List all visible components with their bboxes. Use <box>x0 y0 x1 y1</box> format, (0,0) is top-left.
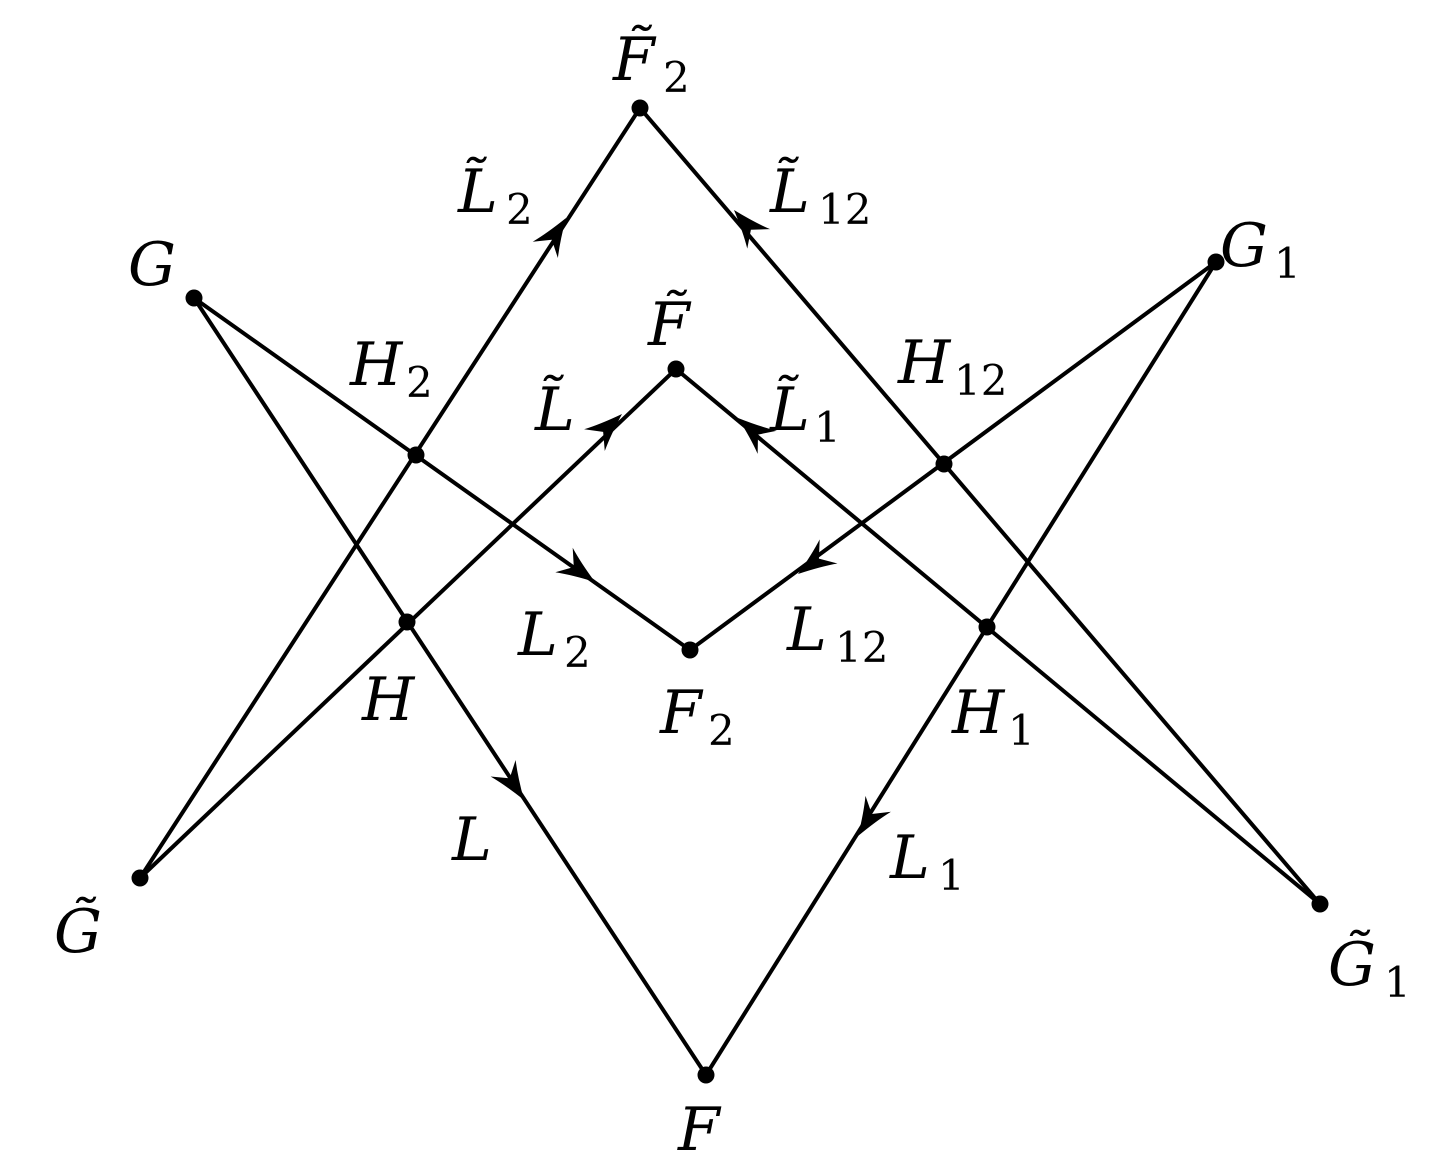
label-base: L̃ <box>534 374 575 445</box>
node-H1-dot <box>978 618 996 636</box>
node-H-dot <box>398 613 416 631</box>
label-base: L <box>451 805 492 875</box>
edge-label-Lt2: L̃ <box>457 156 498 227</box>
node-Gt-dot <box>131 869 149 887</box>
edge-Lt-arrowhead-icon <box>584 414 622 452</box>
label-base: F <box>677 1095 722 1160</box>
label-base: L̃ <box>769 374 810 445</box>
edge-label-Lt: L̃ <box>534 374 575 445</box>
label-base: G̃ <box>54 896 102 967</box>
label-subscript: 12 <box>818 185 871 234</box>
node-label-G: G <box>128 230 176 300</box>
label-subscript: 12 <box>954 356 1007 405</box>
label-base: F̃ <box>647 289 692 360</box>
edge-L2-arrowhead-icon <box>555 547 595 582</box>
node-F2t-dot <box>631 99 649 117</box>
edge-L1-line <box>704 260 1218 1077</box>
edge-label-L1: L <box>889 823 930 893</box>
label-subscript: 1 <box>1384 958 1411 1007</box>
label-base: G <box>128 230 176 300</box>
label-subscript: 2 <box>406 358 433 407</box>
node-G1t-dot <box>1311 895 1329 913</box>
label-subscript: 2 <box>564 628 591 677</box>
label-subscript: 2 <box>708 706 735 755</box>
label-base: L <box>889 823 930 893</box>
label-subscript: 2 <box>663 53 690 102</box>
label-subscript: 1 <box>814 403 841 452</box>
node-label-F2: F <box>659 678 704 748</box>
node-H12-dot <box>935 455 953 473</box>
label-base: L̃ <box>769 156 810 227</box>
node-label-H2: H <box>349 330 404 400</box>
label-base: F <box>659 678 704 748</box>
label-base: L̃ <box>457 156 498 227</box>
edge-L12-arrowhead-icon <box>798 539 838 574</box>
label-base: H <box>349 330 404 400</box>
node-label-H12: H <box>897 328 952 398</box>
node-label-Ft: F̃ <box>647 289 692 360</box>
node-G1-dot <box>1207 253 1225 271</box>
edge-label-L2: L <box>517 600 558 670</box>
node-label-Gt: G̃ <box>54 896 102 967</box>
label-base: H <box>951 678 1006 748</box>
label-subscript: 1 <box>1274 239 1301 288</box>
label-subscript: 2 <box>506 185 533 234</box>
edge-Lt2-arrowhead-icon <box>532 218 566 259</box>
edge-label-Lt12: L̃ <box>769 156 810 227</box>
node-G-dot <box>185 289 203 307</box>
edge-Lt1-arrowhead-icon <box>738 418 777 454</box>
node-label-G1t: G̃ <box>1328 929 1376 1000</box>
edge-L1-arrowhead-icon <box>858 795 891 836</box>
edge-Lt2-line <box>138 106 642 880</box>
node-Ft-dot <box>667 360 685 378</box>
node-label-F2t: F̃ <box>612 24 657 95</box>
edge-L2-line <box>192 296 692 652</box>
edge-L-line <box>192 296 708 1077</box>
edge-L-arrowhead-icon <box>490 760 524 800</box>
label-subscript: 12 <box>835 623 888 672</box>
edge-label-L12: L <box>786 595 827 665</box>
edge-Lt12-line <box>638 106 1322 906</box>
label-base: H <box>361 665 416 735</box>
edge-label-L: L <box>451 805 492 875</box>
label-subscript: 1 <box>1008 706 1035 755</box>
edge-Lt1-line <box>674 367 1322 906</box>
node-F2-dot <box>681 641 699 659</box>
node-label-H1: H <box>951 678 1006 748</box>
node-label-H: H <box>361 665 416 735</box>
node-F-dot <box>697 1066 715 1084</box>
node-label-F: F <box>677 1095 722 1160</box>
edge-L12-line <box>688 260 1218 652</box>
label-base: L <box>517 600 558 670</box>
label-base: G <box>1220 211 1268 281</box>
edge-Lt12-arrowhead-icon <box>734 210 771 249</box>
edge-label-Lt1: L̃ <box>769 374 810 445</box>
label-base: L <box>786 595 827 665</box>
label-subscript: 1 <box>938 851 965 900</box>
label-base: H <box>897 328 952 398</box>
label-base: G̃ <box>1328 929 1376 1000</box>
node-H2-dot <box>407 446 425 464</box>
node-label-G1: G <box>1220 211 1268 281</box>
label-base: F̃ <box>612 24 657 95</box>
